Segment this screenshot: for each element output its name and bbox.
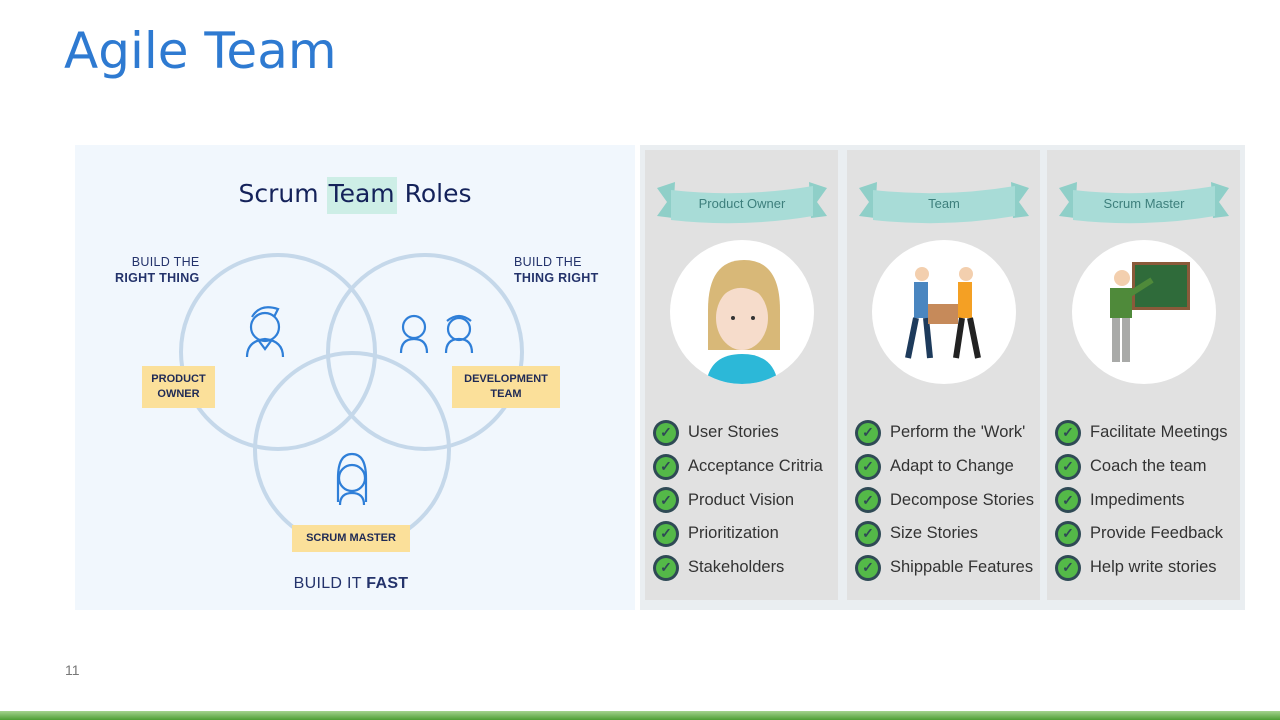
item-text: Prioritization <box>688 524 779 543</box>
list-item: ✓ Acceptance Critria <box>653 450 823 484</box>
build-right-thing-label: BUILD THE RIGHT THING <box>115 254 200 286</box>
list-item: ✓ Decompose Stories <box>855 483 1034 517</box>
build-thing-right-label: BUILD THE THING RIGHT <box>514 254 599 286</box>
list-item: ✓ User Stories <box>653 416 823 450</box>
role-name: Scrum Master <box>1103 196 1185 211</box>
scrum-master-tag: SCRUM MASTER <box>292 525 410 552</box>
check-icon: ✓ <box>653 554 679 581</box>
item-text: Product Vision <box>688 490 795 509</box>
list-item: ✓ Facilitate Meetings <box>1055 416 1228 450</box>
role-name: Product Owner <box>698 196 786 211</box>
check-icon: ✓ <box>855 453 881 480</box>
list-item: ✓ Shippable Features <box>855 551 1034 585</box>
development-team-circle <box>326 253 524 451</box>
title-part: Roles <box>396 179 472 208</box>
check-icon: ✓ <box>855 554 881 581</box>
product-owner-icon <box>245 306 285 358</box>
check-icon: ✓ <box>653 453 679 480</box>
item-text: Shippable Features <box>890 558 1034 577</box>
list-item: ✓ Adapt to Change <box>855 450 1034 484</box>
label-line-bold: RIGHT THING <box>115 271 200 285</box>
check-icon: ✓ <box>653 487 679 514</box>
item-text: User Stories <box>688 423 779 442</box>
developer-cap-icon <box>444 314 474 354</box>
list-item: ✓ Size Stories <box>855 517 1034 551</box>
responsibility-list: ✓ User Stories ✓ Acceptance Critria ✓ Produ… <box>653 416 823 584</box>
list-item: ✓ Prioritization <box>653 517 823 551</box>
diagram-title: Scrum Team Roles <box>75 177 635 214</box>
check-icon: ✓ <box>1055 554 1081 581</box>
check-icon: ✓ <box>855 419 881 446</box>
label-text-bold: FAST <box>366 575 409 592</box>
check-icon: ✓ <box>855 487 881 514</box>
role-card-team: Team ✓ Perform the 'Work' ✓ Adapt to Chang… <box>847 150 1040 600</box>
title-highlight: Team <box>326 177 397 214</box>
item-text: Decompose Stories <box>890 490 1034 509</box>
item-text: Coach the team <box>1090 457 1207 476</box>
item-text: Provide Feedback <box>1090 524 1223 543</box>
list-item: ✓ Coach the team <box>1055 450 1228 484</box>
scrum-master-avatar <box>1072 240 1216 384</box>
check-icon: ✓ <box>1055 419 1081 446</box>
item-text: Acceptance Critria <box>688 457 823 476</box>
team-avatar <box>872 240 1016 384</box>
list-item: ✓ Product Vision <box>653 483 823 517</box>
item-text: Impediments <box>1090 490 1185 509</box>
footer-bar <box>0 711 1280 720</box>
page-number: 11 <box>65 662 80 678</box>
tag-line: PRODUCT <box>151 373 206 385</box>
check-icon: ✓ <box>1055 487 1081 514</box>
check-icon: ✓ <box>855 520 881 547</box>
tag-line: TEAM <box>490 388 522 400</box>
title-part: Scrum <box>238 179 327 208</box>
item-text: Adapt to Change <box>890 457 1014 476</box>
check-icon: ✓ <box>1055 520 1081 547</box>
list-item: ✓ Impediments <box>1055 483 1228 517</box>
tag-line: OWNER <box>157 388 200 400</box>
list-item: ✓ Perform the 'Work' <box>855 416 1034 450</box>
role-card-scrum-master: Scrum Master ✓ Facilitate Meetings ✓ Coach… <box>1047 150 1240 600</box>
responsibility-list: ✓ Perform the 'Work' ✓ Adapt to Change ✓ De… <box>855 416 1034 584</box>
role-banner: Scrum Master <box>1059 182 1229 226</box>
development-team-tag: DEVELOPMENT TEAM <box>452 366 560 408</box>
list-item: ✓ Provide Feedback <box>1055 517 1228 551</box>
role-card-product-owner: Product Owner ✓ User Stories ✓ Acceptance … <box>645 150 838 600</box>
item-text: Size Stories <box>890 524 979 543</box>
list-item: ✓ Stakeholders <box>653 551 823 585</box>
check-icon: ✓ <box>653 520 679 547</box>
role-banner: Product Owner <box>657 182 827 226</box>
check-icon: ✓ <box>653 419 679 446</box>
product-owner-circle <box>179 253 377 451</box>
role-banner: Team <box>859 182 1029 226</box>
scrum-master-icon <box>336 452 368 506</box>
label-line: BUILD THE <box>131 255 200 269</box>
list-item: ✓ Help write stories <box>1055 551 1228 585</box>
check-icon: ✓ <box>1055 453 1081 480</box>
role-cards: Product Owner ✓ User Stories ✓ Acceptance … <box>640 145 1245 610</box>
developer-icon <box>399 314 429 354</box>
item-text: Perform the 'Work' <box>890 423 1026 442</box>
responsibility-list: ✓ Facilitate Meetings ✓ Coach the team ✓ Im… <box>1055 416 1228 584</box>
slide-title: Agile Team <box>64 22 337 80</box>
product-owner-tag: PRODUCT OWNER <box>142 366 215 408</box>
item-text: Facilitate Meetings <box>1090 423 1228 442</box>
tag-line: DEVELOPMENT <box>464 373 548 385</box>
label-line: BUILD THE <box>514 255 582 269</box>
scrum-team-roles-diagram: Scrum Team Roles BUILD THE RIGHT THING BU… <box>75 145 635 610</box>
label-line-bold: THING RIGHT <box>514 271 599 285</box>
label-text: BUILD IT <box>293 575 367 592</box>
role-name: Team <box>928 196 960 211</box>
item-text: Help write stories <box>1090 558 1217 577</box>
build-it-fast-label: BUILD IT FAST <box>75 576 627 592</box>
item-text: Stakeholders <box>688 558 785 577</box>
venn-circles <box>179 253 524 549</box>
product-owner-avatar <box>670 240 814 384</box>
